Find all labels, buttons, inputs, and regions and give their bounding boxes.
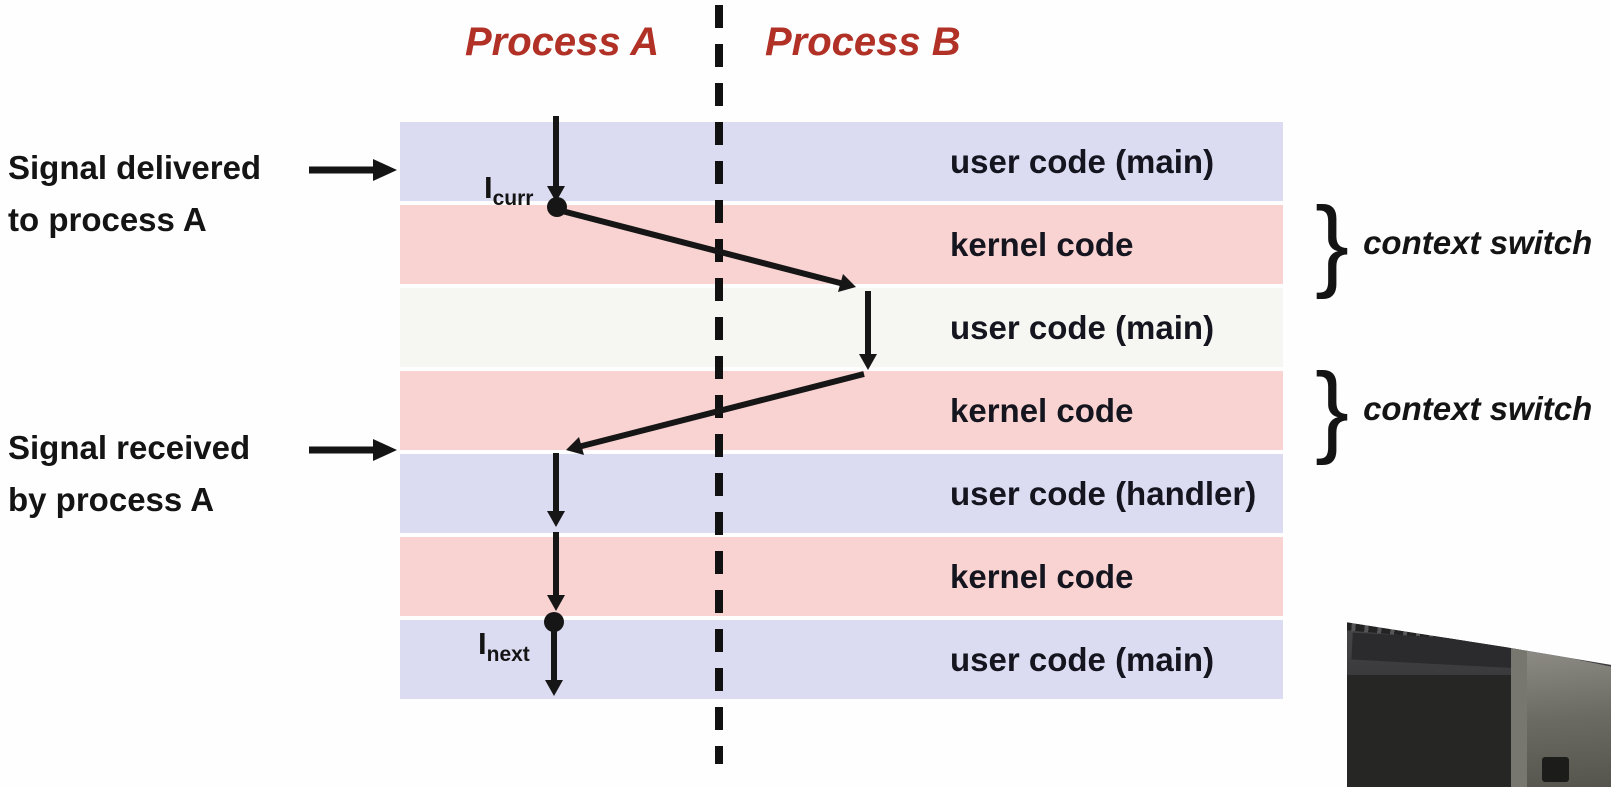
control-flow-arrows [544, 116, 877, 696]
curly-brace-icon: } [1315, 186, 1350, 300]
signal-received-label: Signal received by process A [8, 422, 318, 526]
context-switch-label-1: context switch [1363, 224, 1593, 261]
band-user-code-main-2: user code (main) [400, 288, 1283, 367]
curly-brace-icon: } [1315, 352, 1350, 466]
band-kernel-code-3: kernel code [400, 537, 1283, 616]
process-a-header: Process A [465, 20, 660, 64]
context-switch-annotation-1: } context switch [1315, 186, 1593, 300]
doorway-photo [1347, 622, 1611, 787]
context-switch-annotation-2: } context switch [1315, 352, 1593, 466]
doorway-door-panel [1526, 648, 1611, 787]
arrowhead-down-4 [547, 595, 565, 611]
arrowhead-right-1 [838, 274, 856, 292]
band-label: user code (main) [950, 142, 1215, 180]
signal-delivered-line1: Signal delivered [8, 149, 262, 186]
signal-received-arrowhead [373, 439, 397, 461]
inext-label: Inext [478, 626, 530, 667]
inext-subscript: next [486, 643, 530, 666]
icurr-label: Icurr [484, 170, 533, 211]
icurr-subscript: curr [492, 187, 534, 210]
arrowhead-down-2 [859, 354, 877, 370]
band-user-code-handler: user code (handler) [400, 454, 1283, 533]
band-kernel-code-2: kernel code [400, 371, 1283, 450]
process-b-header: Process B [765, 20, 961, 64]
band-label: kernel code [950, 391, 1134, 429]
inext-dot [544, 612, 564, 632]
arrowhead-down-1 [547, 186, 565, 202]
doorway-hinge [1542, 756, 1569, 782]
band-label: user code (main) [950, 640, 1215, 678]
doorway-lintel [1351, 632, 1522, 668]
band-label: user code (main) [950, 308, 1215, 346]
annotation-arrows [309, 159, 397, 461]
flow-seg-4 [577, 371, 865, 450]
webcam-video-overlay [1347, 610, 1611, 787]
flow-seg-2 [561, 208, 845, 287]
band-user-code-main-3: user code (main) [400, 620, 1283, 699]
arrowhead-left-1 [566, 437, 584, 455]
signal-delivered-line2: to process A [8, 201, 207, 238]
band-label: user code (handler) [950, 474, 1257, 512]
signal-received-line2: by process A [8, 481, 215, 518]
signal-received-line1: Signal received [8, 429, 251, 466]
band-user-code-main-1: user code (main) [400, 122, 1283, 201]
doorway-jamb [1510, 641, 1527, 787]
context-switch-label-2: context switch [1363, 390, 1593, 427]
icurr-base: I [484, 170, 493, 205]
arrowhead-down-5 [545, 680, 563, 696]
band-label: kernel code [950, 557, 1134, 595]
signal-delivered-label: Signal delivered to process A [8, 142, 318, 246]
timeline-bands: user code (main) kernel code user code (… [400, 122, 1283, 699]
band-label: kernel code [950, 225, 1134, 263]
inext-base: I [478, 626, 487, 661]
doorway-dark-opening [1347, 675, 1511, 787]
signal-delivered-arrowhead [373, 159, 397, 181]
band-kernel-code-1: kernel code [400, 205, 1283, 284]
arrowhead-down-3 [547, 511, 565, 527]
